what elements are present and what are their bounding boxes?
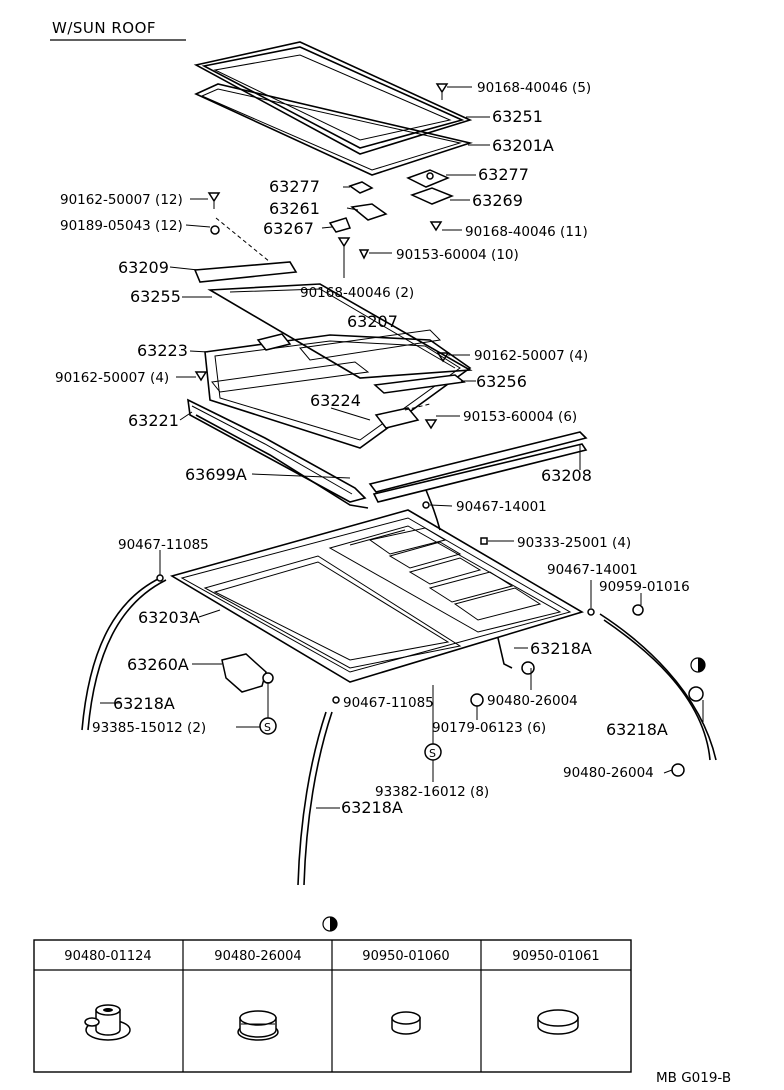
part-label: 63277 bbox=[478, 165, 529, 184]
part-label: 93385-15012 (2) bbox=[92, 720, 206, 736]
part-label: 90467-14001 bbox=[547, 562, 638, 578]
roof-housing bbox=[169, 509, 584, 683]
s-mark-icon: S bbox=[424, 743, 442, 761]
part-label: 63261 bbox=[269, 199, 320, 218]
half-filled-marker-icon bbox=[690, 657, 706, 673]
part-label: 63201A bbox=[492, 136, 554, 155]
part-label: 63256 bbox=[476, 372, 527, 391]
part-label: 90168-40046 (11) bbox=[465, 224, 588, 240]
part-label: 90162-50007 (12) bbox=[60, 192, 183, 208]
part-label: 63269 bbox=[472, 191, 523, 210]
part-label: 63218A bbox=[341, 798, 403, 817]
svg-text:S: S bbox=[264, 721, 271, 734]
part-label: 90168-40046 (5) bbox=[477, 80, 591, 96]
large-plug-icon bbox=[537, 1009, 579, 1035]
guide-rail bbox=[195, 414, 369, 509]
part-label: 90467-11085 bbox=[118, 537, 209, 553]
part-label: 63207 bbox=[347, 312, 398, 331]
side-rails bbox=[368, 431, 588, 503]
table-header: 90480-01124 bbox=[64, 949, 151, 964]
part-label: 63203A bbox=[138, 608, 200, 627]
part-label: 63218A bbox=[606, 720, 668, 739]
diagram-title: W/SUN ROOF bbox=[52, 19, 156, 37]
part-label: 63260A bbox=[127, 655, 189, 674]
table-header: 90480-26004 bbox=[214, 949, 301, 964]
glass-weatherstrip bbox=[194, 83, 473, 176]
part-label: 90162-50007 (4) bbox=[474, 348, 588, 364]
sunroof-motor bbox=[221, 653, 274, 693]
clip-icons bbox=[156, 501, 595, 704]
part-label: 63267 bbox=[263, 219, 314, 238]
parts-reference-table bbox=[33, 939, 632, 1073]
screw-icons bbox=[194, 83, 450, 430]
part-label: 63208 bbox=[541, 466, 592, 485]
bracket-dashed-guide bbox=[404, 403, 431, 411]
part-label: 63209 bbox=[118, 258, 169, 277]
diagram-code: MB G019-B bbox=[656, 1070, 731, 1086]
svg-text:S: S bbox=[429, 747, 436, 760]
small-plug-icon bbox=[391, 1011, 421, 1035]
part-label: 90179-06123 (6) bbox=[432, 720, 546, 736]
part-label: 90153-60004 (6) bbox=[463, 409, 577, 425]
sunroof-frame-assembly bbox=[204, 329, 472, 449]
part-label: 90162-50007 (4) bbox=[55, 370, 169, 386]
screw-dashed-guide bbox=[215, 217, 271, 263]
grommet-icons bbox=[470, 604, 704, 777]
part-label: 90467-11085 bbox=[343, 695, 434, 711]
sunroof-glass-panel bbox=[193, 41, 473, 155]
part-label: 90333-25001 (4) bbox=[517, 535, 631, 551]
table-header: 90950-01060 bbox=[362, 949, 449, 964]
s-mark-icon: S bbox=[259, 717, 277, 735]
part-label: 90480-26004 bbox=[563, 765, 654, 781]
part-label: 63221 bbox=[128, 411, 179, 430]
table-header: 90950-01061 bbox=[512, 949, 599, 964]
part-label: 63223 bbox=[137, 341, 188, 360]
ribbed-grommet-icon bbox=[237, 1010, 279, 1041]
part-label: 63218A bbox=[530, 639, 592, 658]
half-filled-marker-icon bbox=[322, 916, 338, 932]
sunroof-rail bbox=[373, 374, 466, 394]
part-label: 63218A bbox=[113, 694, 175, 713]
part-label: 63224 bbox=[310, 391, 361, 410]
part-label: 93382-16012 (8) bbox=[375, 784, 489, 800]
part-label: 90959-01016 bbox=[599, 579, 690, 595]
bracket-plate bbox=[374, 407, 420, 429]
part-label: 90467-14001 bbox=[456, 499, 547, 515]
leader-lines bbox=[100, 86, 704, 809]
glass-bracket-parts bbox=[328, 169, 455, 233]
part-label: 90480-26004 bbox=[487, 693, 578, 709]
drive-link-assembly bbox=[193, 261, 473, 379]
part-label: 90153-60004 (10) bbox=[396, 247, 519, 263]
part-label: 63255 bbox=[130, 287, 181, 306]
part-label: 90168-40046 (2) bbox=[300, 285, 414, 301]
part-label: 90189-05043 (12) bbox=[60, 218, 183, 234]
part-label: 63251 bbox=[492, 107, 543, 126]
grommet-with-tube-icon bbox=[84, 1004, 131, 1041]
drain-hoses bbox=[81, 489, 717, 886]
part-label: 63277 bbox=[269, 177, 320, 196]
part-label: 63699A bbox=[185, 465, 247, 484]
